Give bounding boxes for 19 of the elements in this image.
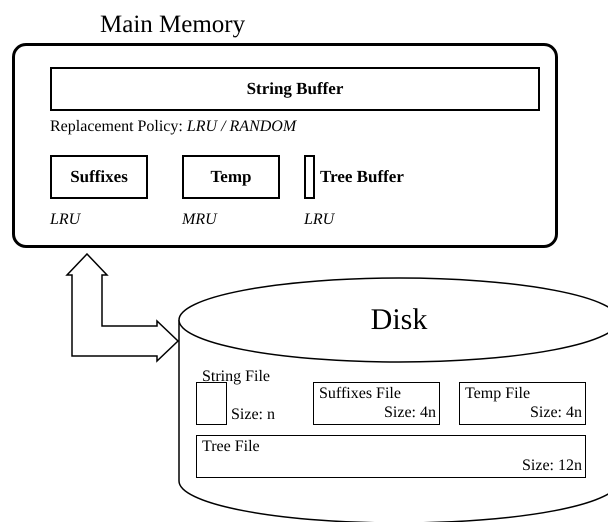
file-name: Temp File xyxy=(465,385,530,403)
buffer-name: Suffixes xyxy=(70,167,128,187)
policy-text: MRU xyxy=(182,211,217,229)
double-block-arrow xyxy=(65,252,180,363)
file-name: String File xyxy=(202,368,270,386)
file-size: Size: 4n xyxy=(384,404,436,422)
buffer-name: Tree Buffer xyxy=(320,167,404,187)
file-size: Size: 4n xyxy=(530,404,582,422)
replacement-policy-text: Replacement Policy: LRU / RANDOM xyxy=(50,118,296,136)
policy-text: LRU xyxy=(50,211,80,229)
memory-title: Main Memory xyxy=(100,10,246,40)
file-size: Size: n xyxy=(231,406,275,424)
buffer-name: Temp xyxy=(210,167,252,187)
file-name: Tree File xyxy=(202,438,260,456)
file-size: Size: 12n xyxy=(522,457,582,475)
disk-name: Disk xyxy=(370,302,428,338)
policy-text: LRU xyxy=(304,211,334,229)
buffer-name: String Buffer xyxy=(246,79,344,99)
file-name: Suffixes File xyxy=(319,385,401,403)
